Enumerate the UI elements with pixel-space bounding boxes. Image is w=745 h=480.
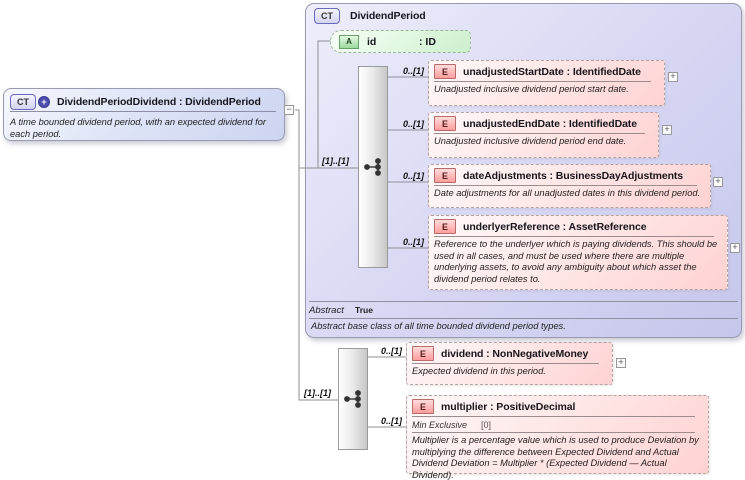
- element-icon: E: [434, 116, 456, 131]
- cardinality-label: 0..[1]: [402, 171, 424, 181]
- cardinality-label: 0..[1]: [402, 119, 424, 129]
- sequence-compositor[interactable]: [338, 348, 368, 450]
- facet-min-exclusive: Min Exclusive [0]: [412, 419, 703, 430]
- base-type-title: DividendPeriod: [350, 10, 426, 22]
- element-icon: E: [434, 219, 456, 234]
- source-type-box[interactable]: [3, 88, 285, 141]
- cardinality-label: 0..[1]: [402, 237, 424, 247]
- attribute-icon: A: [339, 34, 359, 49]
- source-type-doc: A time bounded dividend period, with an …: [10, 117, 267, 139]
- element-label: unadjustedStartDate : IdentifiedDate: [463, 65, 641, 78]
- element-unadjustedStartDate[interactable]: E unadjustedStartDate : IdentifiedDate U…: [428, 60, 665, 106]
- expand-toggle[interactable]: +: [662, 125, 672, 135]
- element-unadjustedEndDate[interactable]: E unadjustedEndDate : IdentifiedDate Una…: [428, 112, 659, 158]
- sequence-icon: [344, 390, 361, 408]
- element-label: dividend : NonNegativeMoney: [441, 347, 589, 360]
- expand-toggle[interactable]: +: [668, 72, 678, 82]
- element-icon: E: [434, 168, 456, 183]
- source-type-title: DividendPeriodDividend : DividendPeriod: [57, 95, 261, 108]
- element-icon: E: [434, 64, 456, 79]
- attribute-type: : ID: [419, 35, 436, 48]
- complex-type-icon: CT: [10, 93, 36, 110]
- element-underlyerReference[interactable]: E underlyerReference : AssetReference Re…: [428, 215, 728, 290]
- facet-name: Abstract: [309, 304, 344, 316]
- source-type-header: CT + DividendPeriodDividend : DividendPe…: [10, 92, 276, 112]
- base-type-header: CT DividendPeriod: [314, 8, 426, 24]
- element-dateAdjustments[interactable]: E dateAdjustments : BusinessDayAdjustmen…: [428, 164, 711, 208]
- sequence-compositor[interactable]: [358, 66, 388, 268]
- element-dividend[interactable]: E dividend : NonNegativeMoney Expected d…: [406, 342, 613, 385]
- cardinality-label: 0..[1]: [402, 66, 424, 76]
- element-doc: Reference to the underlyer which is payi…: [434, 239, 718, 284]
- element-label: dateAdjustments : BusinessDayAdjustments: [463, 169, 684, 182]
- collapse-toggle[interactable]: −: [284, 105, 294, 115]
- complex-type-icon: CT: [314, 8, 340, 24]
- facet-abstract: Abstract True: [309, 301, 738, 319]
- element-label: multiplier : PositiveDecimal: [441, 400, 576, 413]
- element-doc: Expected dividend in this period.: [412, 366, 546, 376]
- facet-value: True: [355, 305, 373, 315]
- element-icon: E: [412, 399, 434, 414]
- expand-toggle[interactable]: +: [616, 358, 626, 368]
- cardinality-label: 0..[1]: [380, 346, 402, 356]
- expand-toggle[interactable]: +: [713, 177, 723, 187]
- element-label: underlyerReference : AssetReference: [463, 220, 647, 233]
- cardinality-label: 0..[1]: [380, 416, 402, 426]
- cardinality-label: [1]..[1]: [322, 156, 349, 166]
- expand-toggle[interactable]: +: [730, 243, 740, 253]
- sequence-icon: [364, 158, 381, 176]
- element-doc: Date adjustments for all unadjusted date…: [434, 188, 701, 198]
- element-doc: Unadjusted inclusive dividend period end…: [434, 136, 627, 146]
- facet-name: Min Exclusive: [412, 419, 468, 430]
- element-label: unadjustedEndDate : IdentifiedDate: [463, 117, 637, 130]
- facet-value: [0]: [481, 419, 492, 430]
- element-icon: E: [412, 346, 434, 361]
- attribute-id[interactable]: A id : ID: [330, 30, 471, 53]
- element-multiplier[interactable]: E multiplier : PositiveDecimal Min Exclu…: [406, 395, 709, 480]
- base-type-doc: Abstract base class of all time bounded …: [311, 321, 566, 331]
- derived-plus-icon: +: [38, 95, 50, 108]
- cardinality-label: [1]..[1]: [304, 388, 331, 398]
- element-doc: Multiplier is a percentage value which i…: [412, 435, 699, 480]
- element-doc: Unadjusted inclusive dividend period sta…: [434, 84, 629, 94]
- attribute-name: id: [367, 35, 377, 48]
